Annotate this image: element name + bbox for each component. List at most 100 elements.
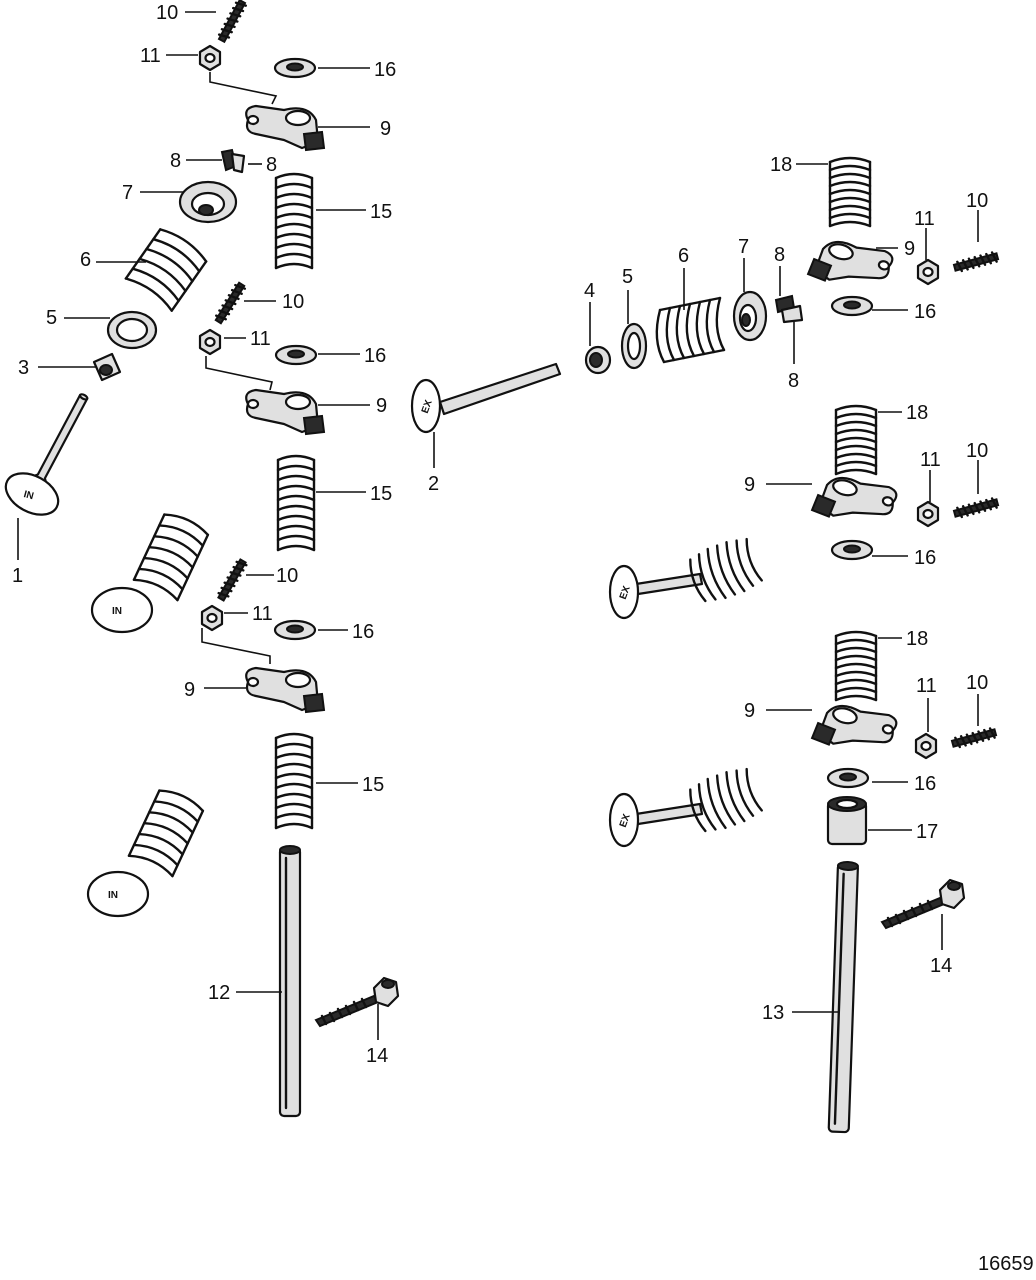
left-mid-rocker-9 <box>245 388 326 436</box>
callout-15: 15 <box>362 774 384 796</box>
assembled-intake-valve-mid: IN <box>90 513 210 634</box>
callout-18: 18 <box>906 628 928 650</box>
left-top-rocker-9 <box>245 104 326 152</box>
seal-5 <box>620 322 648 370</box>
svg-text:EX: EX <box>420 398 435 415</box>
callout-10: 10 <box>282 291 304 313</box>
left-mid-spring-15 <box>276 454 316 552</box>
spacer-17 <box>826 796 868 846</box>
right-bot-spring-18 <box>834 630 878 702</box>
callout-labels: 10 11 16 9 8 8 7 15 6 5 3 1 10 11 16 9 1… <box>12 2 988 1067</box>
callout-18: 18 <box>770 154 792 176</box>
callout-16: 16 <box>352 621 374 643</box>
left-mid-stud-10 <box>212 280 248 326</box>
left-seal-5 <box>106 310 158 350</box>
right-mid-nut-11 <box>916 500 940 528</box>
left-keepers-8 <box>220 148 246 174</box>
svg-text:EX: EX <box>618 812 633 829</box>
callout-16: 16 <box>914 547 936 569</box>
assembled-intake-valve-bottom: IN <box>86 789 205 918</box>
left-spring-6 <box>124 228 208 312</box>
callout-9: 9 <box>184 679 195 701</box>
keepers-8 <box>774 294 804 324</box>
callout-11: 11 <box>252 603 273 625</box>
left-top-spring-15 <box>274 172 314 270</box>
callout-9: 9 <box>904 238 915 260</box>
callout-15: 15 <box>370 483 392 505</box>
left-bolt-14 <box>314 976 400 1028</box>
left-top-nut-11 <box>198 44 222 72</box>
callout-17: 17 <box>916 821 938 843</box>
left-retainer-7 <box>178 180 238 224</box>
spring-6 <box>655 296 726 364</box>
right-top-nut-11 <box>916 258 940 286</box>
callout-1: 1 <box>12 565 23 587</box>
svg-text:IN: IN <box>112 606 122 617</box>
callout-7: 7 <box>738 236 749 258</box>
figure-number: 16659 <box>978 1253 1034 1275</box>
callout-15: 15 <box>370 201 392 223</box>
callout-10: 10 <box>276 565 298 587</box>
right-top-stud-10 <box>952 250 1000 274</box>
callout-11: 11 <box>916 675 937 697</box>
callout-10: 10 <box>156 2 178 24</box>
right-bot-washer-16 <box>826 767 870 789</box>
callout-11: 11 <box>920 449 941 471</box>
left-bot-rocker-9 <box>245 666 326 714</box>
callout-10: 10 <box>966 190 988 212</box>
callout-16: 16 <box>374 59 396 81</box>
intake-valve-1: IN <box>0 380 111 525</box>
right-mid-washer-16 <box>830 539 874 561</box>
right-mid-stud-10 <box>952 496 1000 520</box>
callout-2: 2 <box>428 473 439 495</box>
leader-lines <box>17 11 979 1040</box>
callout-13: 13 <box>762 1002 784 1024</box>
left-seal-3 <box>92 352 122 382</box>
right-bot-nut-11 <box>914 732 938 760</box>
svg-text:IN: IN <box>108 890 118 901</box>
callout-16: 16 <box>914 301 936 323</box>
callout-5: 5 <box>46 307 57 329</box>
assembled-exhaust-valve-mid: EX <box>608 537 763 620</box>
callout-9: 9 <box>744 700 755 722</box>
callout-12: 12 <box>208 982 230 1004</box>
assembled-exhaust-valve-bottom: EX <box>608 767 763 848</box>
callout-8: 8 <box>774 244 785 266</box>
callout-5: 5 <box>622 266 633 288</box>
retainer-7 <box>732 290 768 342</box>
right-bot-rocker-9 <box>810 696 900 762</box>
right-top-washer-16 <box>830 295 874 317</box>
callout-8: 8 <box>170 150 181 172</box>
callout-8: 8 <box>266 154 277 176</box>
left-bot-spring-15 <box>274 732 314 830</box>
pushrod-13 <box>827 860 860 1134</box>
right-bot-stud-10 <box>950 726 998 750</box>
callout-10: 10 <box>966 440 988 462</box>
callout-11: 11 <box>914 208 935 230</box>
right-mid-rocker-9 <box>810 468 900 534</box>
svg-text:EX: EX <box>618 584 633 601</box>
callout-9: 9 <box>744 474 755 496</box>
callout-4: 4 <box>584 280 595 302</box>
callout-11: 11 <box>250 328 271 350</box>
right-mid-spring-18 <box>834 404 878 476</box>
left-bot-nut-11 <box>200 604 224 632</box>
callout-3: 3 <box>18 357 29 379</box>
callout-11: 11 <box>140 45 161 67</box>
left-top-stud-10 <box>216 0 248 44</box>
callout-8: 8 <box>788 370 799 392</box>
callout-6: 6 <box>80 249 91 271</box>
left-mid-nut-11 <box>198 328 222 356</box>
callout-18: 18 <box>906 402 928 424</box>
left-bot-washer-16 <box>273 619 317 641</box>
callout-16: 16 <box>364 345 386 367</box>
left-bot-stud-10 <box>215 557 249 603</box>
right-bolt-14 <box>880 878 966 930</box>
left-top-washer-16 <box>273 57 317 79</box>
callout-14: 14 <box>930 955 952 977</box>
left-mid-washer-16 <box>274 344 318 366</box>
seal-4 <box>584 345 612 375</box>
right-top-spring-18 <box>828 156 872 228</box>
pushrod-12 <box>278 844 302 1118</box>
